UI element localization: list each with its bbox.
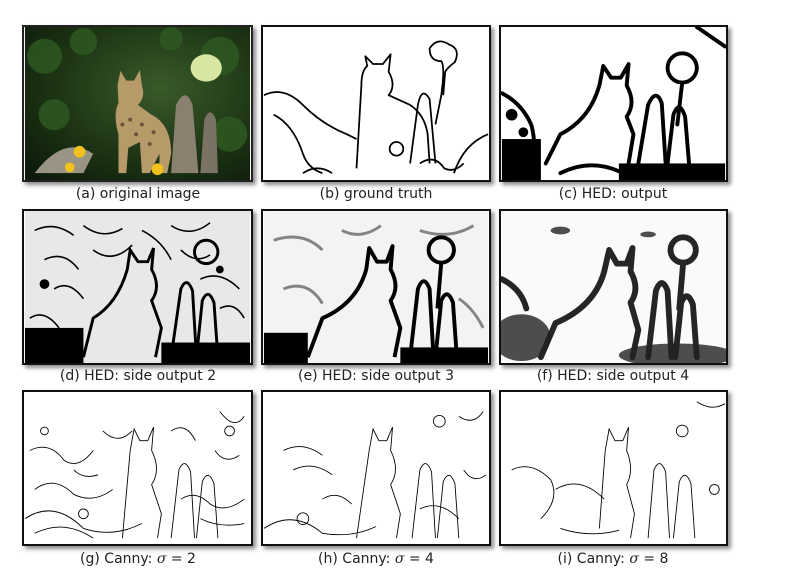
caption-i-sigma: σ [629, 551, 639, 567]
caption-f: (f) HED: side output 4 [536, 368, 690, 384]
caption-i-suffix: = 8 [638, 551, 669, 567]
caption-h-sigma: σ [394, 551, 405, 567]
caption-g: (g) Canny: σ = 2 [13, 551, 263, 567]
caption-h: (h) Canny: σ = 4 [251, 551, 501, 567]
panel-hed-side-output-4 [499, 209, 728, 365]
caption-a: (a) original image [75, 186, 201, 202]
caption-b: (b) ground truth [319, 186, 433, 202]
panel-original-image [22, 25, 253, 182]
hed-side-output-3-edges [263, 211, 489, 363]
ground-truth-edges [263, 40, 489, 175]
caption-i: (i) Canny: σ = 8 [488, 551, 738, 567]
caption-g-sigma: σ [156, 551, 167, 567]
canny-sigma-2-edges [24, 411, 245, 539]
caption-c: (c) HED: output [558, 186, 668, 202]
caption-e: (e) HED: side output 3 [298, 368, 454, 384]
panel-ground-truth [261, 25, 491, 182]
caption-g-suffix: = 2 [166, 551, 196, 567]
hed-side-output-2-edges [24, 211, 251, 363]
canny-sigma-8-edges [511, 401, 726, 539]
panel-canny-sigma-4 [261, 390, 491, 546]
panel-canny-sigma-8 [499, 390, 728, 546]
canny-sigma-4-edges [263, 411, 487, 539]
caption-h-suffix: = 4 [404, 551, 434, 567]
bobcat-photo [24, 27, 251, 180]
panel-canny-sigma-2 [22, 390, 253, 546]
panel-hed-side-output-3 [261, 209, 491, 365]
caption-d: (d) HED: side output 2 [59, 368, 217, 384]
panel-hed-side-output-2 [22, 209, 253, 365]
panel-hed-output [499, 25, 728, 182]
hed-output-edges [501, 27, 726, 180]
caption-h-prefix: (h) Canny: [318, 551, 395, 567]
caption-g-prefix: (g) Canny: [80, 551, 157, 567]
hed-side-output-4-edges [501, 211, 726, 363]
caption-i-prefix: (i) Canny: [557, 551, 630, 567]
